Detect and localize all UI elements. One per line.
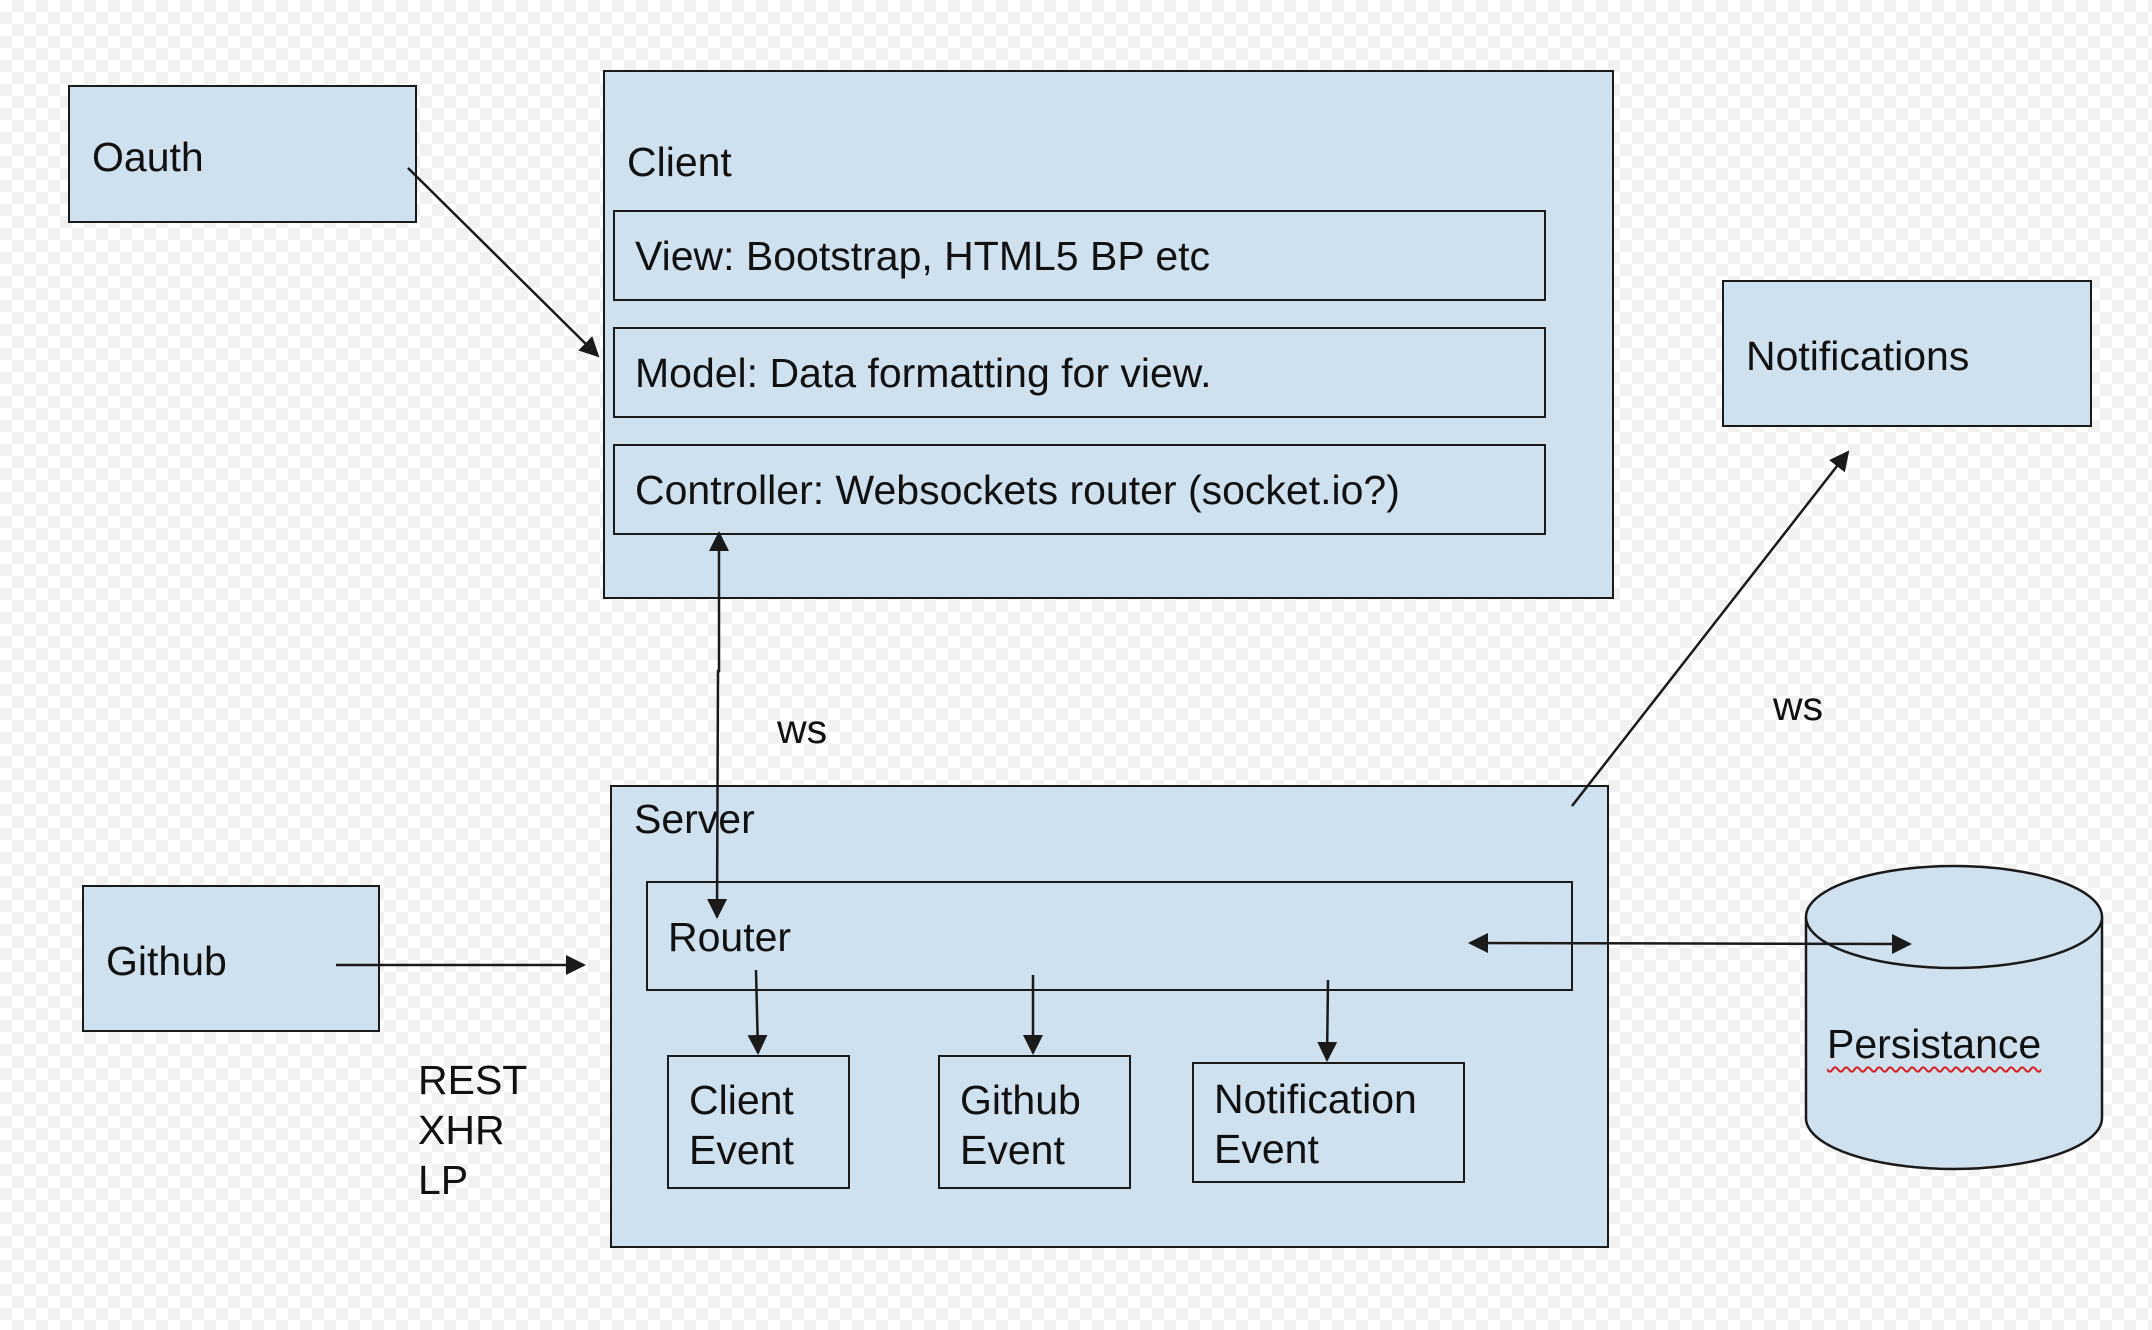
github-event-box[interactable]: Github Event: [938, 1055, 1131, 1189]
persistance-label: Persistance: [1827, 1020, 2041, 1069]
client-label: Client: [627, 139, 732, 185]
ws-server-notifications-label: ws: [1773, 683, 1824, 729]
oauth-box[interactable]: Oauth: [68, 85, 417, 223]
client-event-label: Client Event: [689, 1077, 794, 1174]
github-event-label: Github Event: [960, 1077, 1081, 1174]
client-event-box[interactable]: Client Event: [667, 1055, 850, 1189]
github-box[interactable]: Github: [82, 885, 380, 1032]
server-label: Server: [634, 796, 755, 842]
notification-event-label: Notification Event: [1214, 1076, 1417, 1173]
notifications-box[interactable]: Notifications: [1722, 280, 2092, 427]
ws-client-server-label: ws: [777, 706, 828, 752]
client-box[interactable]: Client View: Bootstrap, HTML5 BP etc Mod…: [603, 70, 1614, 599]
oauth-to-client-arrow: [407, 167, 600, 358]
controller-layer-box[interactable]: Controller: Websockets router (socket.io…: [613, 444, 1546, 535]
model-layer-label: Model: Data formatting for view.: [635, 350, 1212, 396]
github-label: Github: [106, 938, 227, 984]
notification-event-box[interactable]: Notification Event: [1192, 1062, 1465, 1183]
router-box[interactable]: Router: [646, 881, 1573, 991]
view-layer-label: View: Bootstrap, HTML5 BP etc: [635, 233, 1211, 279]
controller-layer-label: Controller: Websockets router (socket.io…: [635, 467, 1400, 513]
persistance-label-text: Persistance: [1827, 1021, 2042, 1067]
notifications-label: Notifications: [1746, 333, 1970, 379]
oauth-label: Oauth: [92, 134, 204, 180]
github-protocols-label: REST XHR LP: [418, 1057, 528, 1204]
model-layer-box[interactable]: Model: Data formatting for view.: [613, 327, 1546, 418]
server-box[interactable]: Server Router Client Event Github Event …: [610, 785, 1609, 1248]
router-label: Router: [668, 914, 792, 960]
view-layer-box[interactable]: View: Bootstrap, HTML5 BP etc: [613, 210, 1546, 301]
